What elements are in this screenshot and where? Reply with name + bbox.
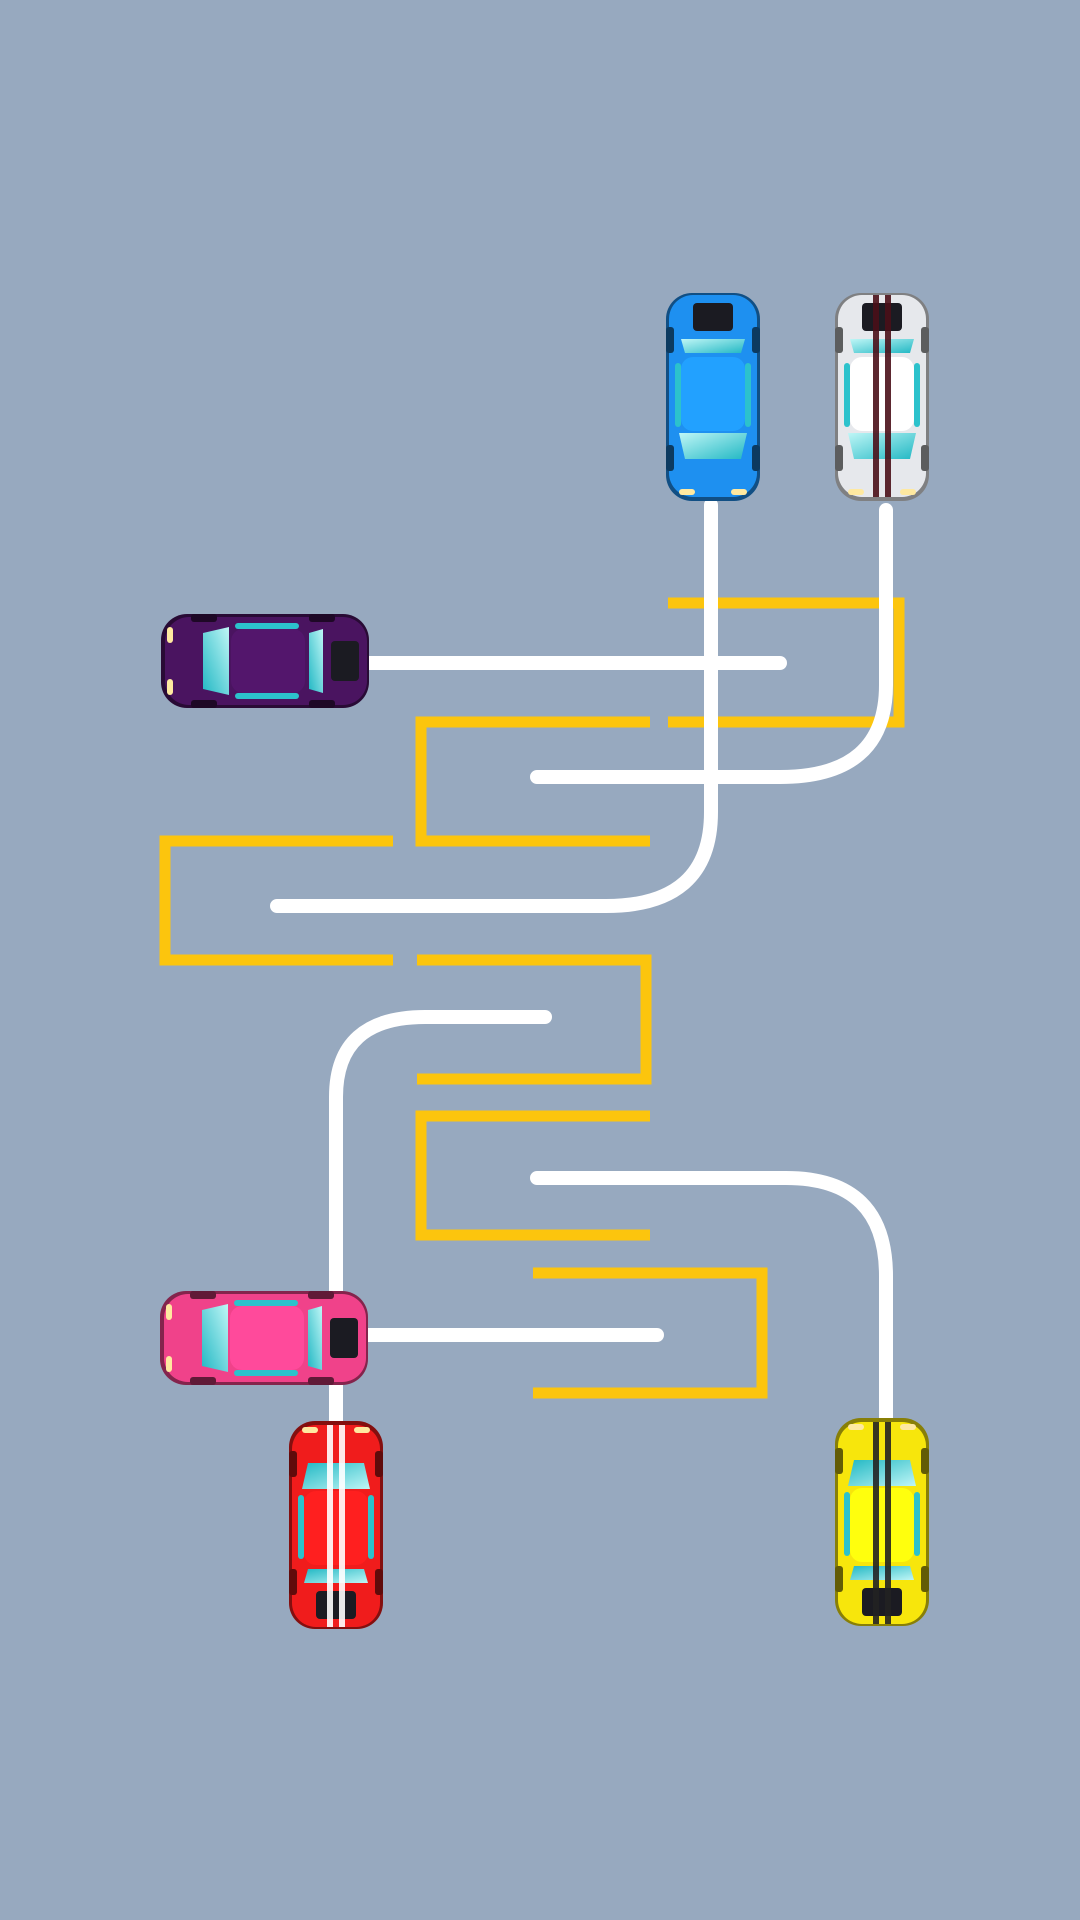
headlight: [900, 489, 916, 495]
wheel: [921, 327, 929, 353]
windshield: [848, 1460, 916, 1486]
rear-window: [850, 339, 914, 353]
headlight: [166, 1304, 172, 1320]
headlight: [679, 489, 695, 495]
headlight: [848, 1424, 864, 1430]
car-blue[interactable]: [666, 293, 760, 501]
path-white: [530, 503, 893, 784]
windshield: [848, 433, 916, 459]
wheel: [835, 1448, 843, 1474]
rear-window: [308, 1306, 322, 1370]
side-window: [368, 1495, 374, 1559]
wheel: [309, 700, 335, 708]
windshield: [679, 433, 747, 459]
wheel: [835, 445, 843, 471]
side-window: [675, 363, 681, 427]
side-window: [298, 1495, 304, 1559]
rear-vent: [693, 303, 733, 331]
headlight: [900, 1424, 916, 1430]
car-roof: [304, 1491, 368, 1565]
stripe: [339, 1425, 345, 1627]
side-window: [914, 363, 920, 427]
side-window: [235, 623, 299, 629]
rear-vent: [862, 303, 902, 331]
wheel: [308, 1377, 334, 1385]
wheel: [289, 1569, 297, 1595]
slot-top-right[interactable]: [668, 597, 905, 728]
path-yellow: [530, 1171, 893, 1427]
slot-middle[interactable]: [417, 954, 652, 1085]
headlight: [166, 1356, 172, 1372]
car-pink[interactable]: [160, 1291, 368, 1385]
side-window: [844, 1492, 850, 1556]
wheel: [921, 1566, 929, 1592]
slot-upper-middle[interactable]: [415, 716, 650, 847]
wheel: [666, 445, 674, 471]
car-roof: [850, 357, 914, 431]
slot-left[interactable]: [159, 835, 393, 966]
wheel: [921, 1448, 929, 1474]
headlight: [731, 489, 747, 495]
wheel: [666, 327, 674, 353]
wheel: [191, 614, 217, 622]
headlight: [354, 1427, 370, 1433]
windshield: [302, 1463, 370, 1489]
car-roof: [231, 629, 305, 693]
wheel: [309, 614, 335, 622]
car-yellow[interactable]: [835, 1418, 929, 1626]
rear-vent: [331, 641, 359, 681]
stripe: [885, 1422, 891, 1624]
wheel: [190, 1377, 216, 1385]
slot-lower-middle[interactable]: [415, 1110, 650, 1241]
parking-slots: [159, 597, 905, 1399]
stripe: [327, 1425, 333, 1627]
windshield: [203, 627, 229, 695]
car-white[interactable]: [835, 293, 929, 501]
stripe: [873, 1422, 879, 1624]
wheel: [308, 1291, 334, 1299]
wheel: [289, 1451, 297, 1477]
car-purple[interactable]: [161, 614, 369, 708]
path-pink-up: [329, 1010, 552, 1309]
car-roof: [230, 1306, 304, 1370]
wheel: [835, 1566, 843, 1592]
wheel: [835, 327, 843, 353]
wheel: [191, 700, 217, 708]
side-window: [844, 363, 850, 427]
wheel: [752, 445, 760, 471]
rear-window: [309, 629, 323, 693]
side-window: [914, 1492, 920, 1556]
wheel: [375, 1569, 383, 1595]
car-red[interactable]: [289, 1421, 383, 1629]
rear-vent: [330, 1318, 358, 1358]
path-blue: [270, 498, 718, 913]
wheel: [375, 1451, 383, 1477]
rear-vent: [316, 1591, 356, 1619]
car-roof: [681, 357, 745, 431]
rear-window: [850, 1566, 914, 1580]
windshield: [202, 1304, 228, 1372]
side-window: [745, 363, 751, 427]
side-window: [234, 1370, 298, 1376]
car-roof: [850, 1488, 914, 1562]
headlight: [167, 627, 173, 643]
rear-window: [304, 1569, 368, 1583]
stripe: [873, 295, 879, 497]
slot-bottom[interactable]: [533, 1267, 768, 1399]
headlight: [302, 1427, 318, 1433]
rear-vent: [862, 1588, 902, 1616]
wheel: [190, 1291, 216, 1299]
wheel: [921, 445, 929, 471]
headlight: [167, 679, 173, 695]
wheel: [752, 327, 760, 353]
headlight: [848, 489, 864, 495]
rear-window: [681, 339, 745, 353]
side-window: [235, 693, 299, 699]
side-window: [234, 1300, 298, 1306]
stripe: [885, 295, 891, 497]
